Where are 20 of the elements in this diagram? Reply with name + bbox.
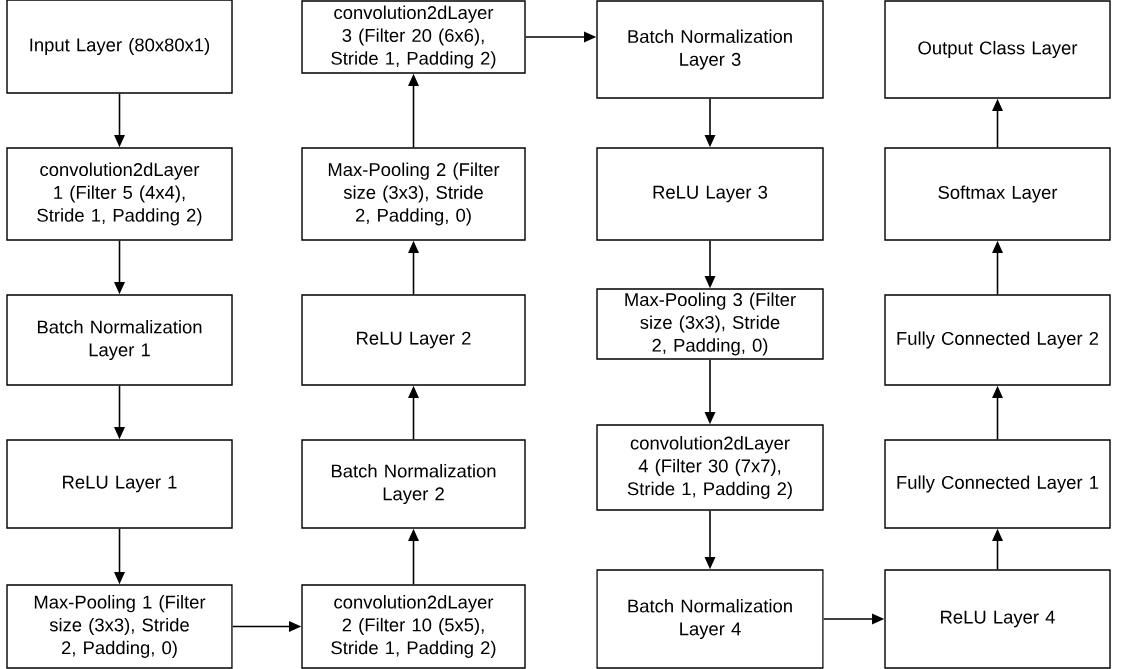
layer-box: Batch Normalization Layer 2	[301, 439, 526, 529]
layer-box: convolution2dLayer 1 (Filter 5 (4x4), Stride 1, Padding 2)	[6, 147, 233, 241]
layer-box: Fully Connected Layer 1	[884, 439, 1111, 529]
layer-box: Batch Normalization Layer 1	[6, 294, 233, 386]
layer-box: convolution2dLayer 3 (Filter 20 (6x6), Stride 1, Padding 2)	[301, 0, 526, 74]
layer-box: ReLU Layer 4	[884, 569, 1111, 669]
layer-box: convolution2dLayer 4 (Filter 30 (7x7), Stride 1, Padding 2)	[596, 424, 824, 511]
layer-box: ReLU Layer 3	[596, 147, 824, 241]
layer-box: Input Layer (80x80x1)	[6, 0, 233, 94]
layer-box: Batch Normalization Layer 4	[596, 569, 824, 669]
layer-box: Max-Pooling 2 (Filter size (3x3), Stride 2, Padding, 0)	[301, 147, 526, 241]
layer-box: Batch Normalization Layer 3	[596, 0, 824, 99]
layer-box: Softmax Layer	[884, 147, 1111, 241]
layer-box: Max-Pooling 1 (Filter size (3x3), Stride 2, Padding, 0)	[6, 584, 233, 669]
layer-box: Fully Connected Layer 2	[884, 294, 1111, 386]
layer-box: Output Class Layer	[884, 0, 1111, 99]
layer-box: ReLU Layer 2	[301, 294, 526, 386]
layer-box: convolution2dLayer 2 (Filter 10 (5x5), Stride 1, Padding 2)	[301, 584, 526, 669]
layer-box: Max-Pooling 3 (Filter size (3x3), Stride 2, Padding, 0)	[596, 288, 824, 360]
layer-box: ReLU Layer 1	[6, 439, 233, 529]
